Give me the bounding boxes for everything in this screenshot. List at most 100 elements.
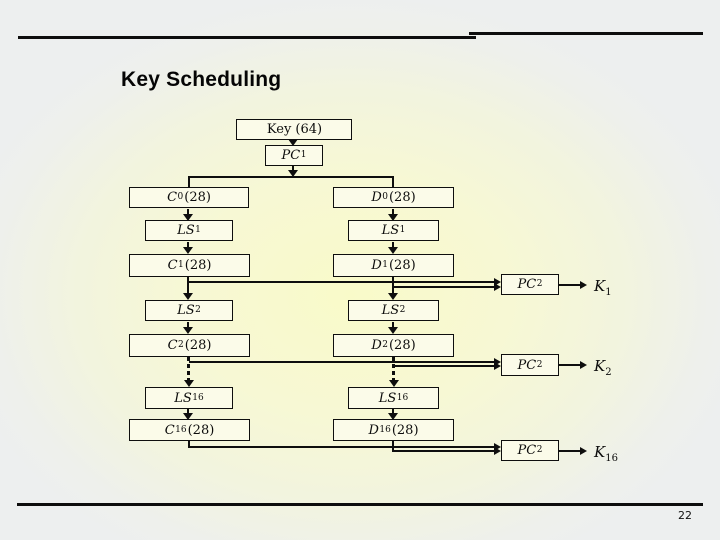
ls2-right-label: LS	[381, 303, 400, 318]
d16-subscript: 16	[379, 424, 391, 435]
c1-subscript: 1	[178, 260, 184, 270]
ls16-right-subscript: 16	[396, 392, 409, 403]
arrow-pc2-to-k1	[559, 284, 580, 286]
dotted-arrow-c2-to-ls16	[187, 357, 190, 380]
c0-suffix: (28)	[184, 190, 211, 205]
line-c16-down	[188, 441, 190, 448]
top-rule-right	[469, 32, 703, 35]
arrow-ls2-to-c2	[187, 322, 189, 327]
ls1-right-label: LS	[381, 223, 400, 238]
d2-label: D	[371, 338, 382, 353]
k16-base: K	[594, 443, 606, 461]
d2-suffix: (28)	[388, 338, 416, 353]
ls16-left-label: LS	[174, 390, 192, 406]
c0-label: C	[167, 190, 178, 205]
branch-d16-to-pc2	[394, 450, 494, 452]
arrow-ls2-to-d2	[392, 322, 394, 327]
branch-c16-to-pc2	[189, 446, 494, 448]
d16-label: D	[368, 422, 379, 438]
slide-title: Key Scheduling	[121, 68, 282, 91]
c0-subscript: 0	[177, 192, 184, 202]
page-number: 22	[678, 509, 692, 522]
pc2-k2-label: PC	[517, 357, 537, 373]
branch-d1-to-pc2	[394, 286, 494, 288]
c16-subscript: 16	[175, 424, 187, 435]
c1-label: C	[167, 258, 178, 273]
arrow-ls16-to-c16	[187, 409, 189, 413]
arrow-d0-to-ls1	[392, 209, 394, 214]
arrow-d1-to-ls2	[392, 277, 394, 293]
arrow-ls1-to-d1	[392, 242, 394, 247]
branch-c1-to-pc2	[189, 281, 494, 283]
arrow-pc2-to-k2	[559, 364, 580, 366]
k1-label: K1	[594, 277, 612, 298]
k2-label: K2	[594, 357, 612, 378]
fork-line-horizontal	[188, 176, 394, 178]
pc2-k16-label: PC	[517, 443, 537, 458]
c2-label: C	[167, 338, 178, 353]
arrow-c0-to-ls1	[187, 209, 189, 214]
k2-subscript: 2	[605, 367, 612, 378]
ls2-left-subscript: 2	[195, 305, 201, 315]
d0-label: D	[371, 190, 382, 205]
k1-base: K	[594, 277, 606, 295]
k16-subscript: 16	[605, 453, 618, 464]
fork-line-left	[188, 176, 190, 187]
pc1-label: PC	[281, 148, 301, 163]
pc2-k1-label: PC	[517, 277, 537, 292]
arrow-ls1-to-c1	[187, 242, 189, 247]
ls1-left-label: LS	[177, 223, 195, 238]
arrow-pc1-to-fork	[292, 166, 294, 170]
fork-line-right	[392, 176, 394, 187]
key-box-label: Key (64)	[266, 122, 323, 137]
c16-suffix: (28)	[187, 422, 215, 438]
d2-subscript: 2	[382, 340, 388, 350]
key-box: Key (64)	[236, 119, 352, 140]
k2-base: K	[594, 357, 606, 375]
c1-suffix: (28)	[184, 258, 212, 273]
arrow-ls16-to-d16	[392, 409, 394, 413]
ls1-left-subscript: 1	[195, 225, 201, 235]
c16-label: C	[164, 422, 175, 438]
ls2-right-subscript: 2	[399, 305, 406, 315]
d0-suffix: (28)	[388, 190, 416, 205]
dotted-arrow-d2-to-ls16	[392, 357, 395, 380]
arrow-pc2-to-k16	[559, 450, 580, 452]
d1-subscript: 1	[382, 260, 388, 270]
bottom-rule	[17, 503, 703, 506]
ls16-left-subscript: 16	[192, 392, 204, 403]
top-rule-left	[18, 36, 476, 39]
ls16-right-label: LS	[378, 390, 397, 406]
arrow-c1-to-ls2	[187, 277, 189, 293]
pc1-subscript: 1	[300, 150, 307, 160]
ls1-right-subscript: 1	[399, 225, 406, 235]
k1-subscript: 1	[605, 287, 612, 298]
d0-subscript: 0	[382, 192, 388, 202]
d1-label: D	[371, 258, 382, 273]
pc2-k16-subscript: 2	[536, 445, 543, 455]
pc2-k2-subscript: 2	[536, 359, 543, 370]
k16-label: K16	[594, 443, 618, 464]
c2-subscript: 2	[178, 340, 184, 350]
c2-suffix: (28)	[184, 338, 212, 353]
d1-suffix: (28)	[388, 258, 416, 273]
